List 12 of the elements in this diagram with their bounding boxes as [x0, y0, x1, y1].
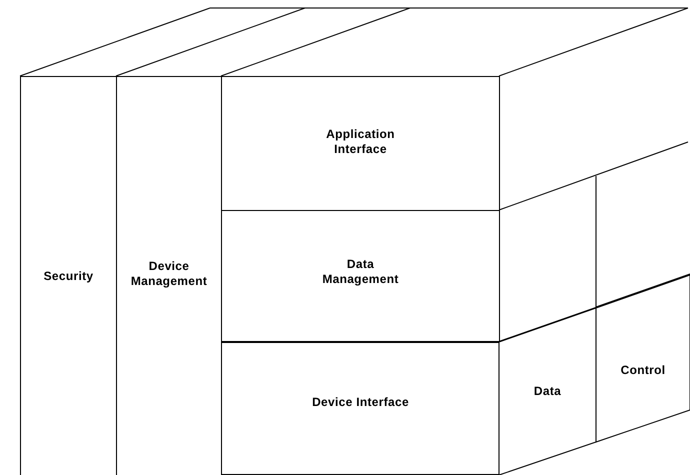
layer-face [499, 308, 596, 475]
layer-label: Security [42, 269, 94, 284]
layer-face [596, 275, 690, 442]
layer-block [221, 76, 500, 211]
layer-label: Control [620, 363, 666, 378]
layer-block [221, 210, 500, 343]
layer-label: Application Interface [325, 127, 396, 157]
layer-label: Device Interface [311, 395, 410, 410]
layer-label: Device Management [130, 259, 208, 289]
layer-label: Data Management [321, 257, 400, 287]
layer-label: Data [532, 384, 562, 399]
layer-block [20, 76, 117, 475]
